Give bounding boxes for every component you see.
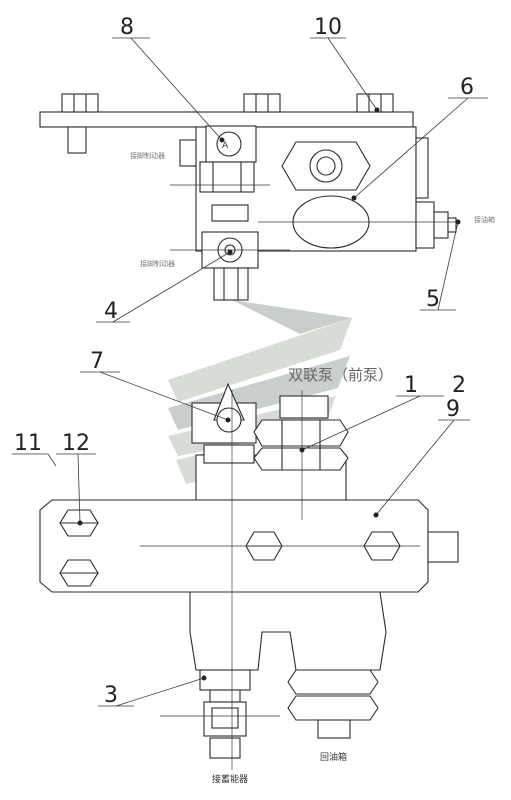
callout-12: 12 [62,431,90,456]
label-dual-pump: 双联泵（前泵） [288,366,393,384]
callout-2: 2 [452,373,466,398]
label-accumulator: 接蓄能器 [212,773,248,785]
bolt-head-right [356,93,394,113]
fitting-7 [191,382,257,464]
front-view: 双联泵（前泵） [39,366,459,785]
block-left-boss [179,139,197,167]
callout-5: 5 [426,287,440,312]
label-brake-upper: 接脚制动器 [130,151,165,160]
label-brake-lower: 接脚制动器 [140,259,175,268]
fitting-1-2 [253,395,349,471]
callout-7: 7 [90,349,104,374]
manifold-side-port [427,531,459,563]
bolt-head-middle [243,93,281,113]
plate-stud [67,126,87,154]
callout-6: 6 [460,75,474,100]
top-view: A 接脚制动器 接脚制动器 接油箱 [39,93,495,301]
label-return-tank: 回油箱 [320,751,347,763]
leader-lines [12,37,488,707]
bolt-head-left [61,93,99,113]
callout-1: 1 [404,373,418,398]
plug-lower-left [59,559,99,587]
callout-4: 4 [104,299,118,324]
callout-10: 10 [314,15,342,40]
mounting-plate [39,111,414,128]
brake-fitting-lower [201,231,259,301]
tank-fitting-top [415,201,457,249]
accumulator-fitting [199,669,251,759]
return-fitting [287,669,379,739]
callout-3: 3 [104,683,118,708]
callout-8: 8 [120,15,134,40]
callout-11: 11 [14,431,42,456]
block-side-boss [415,137,429,199]
brake-fitting-upper [199,125,257,222]
lower-valve-body [189,591,387,671]
callout-9: 9 [446,397,460,422]
port-a-letter: A [222,141,229,151]
label-oil-tank-top: 接油箱 [474,215,495,224]
